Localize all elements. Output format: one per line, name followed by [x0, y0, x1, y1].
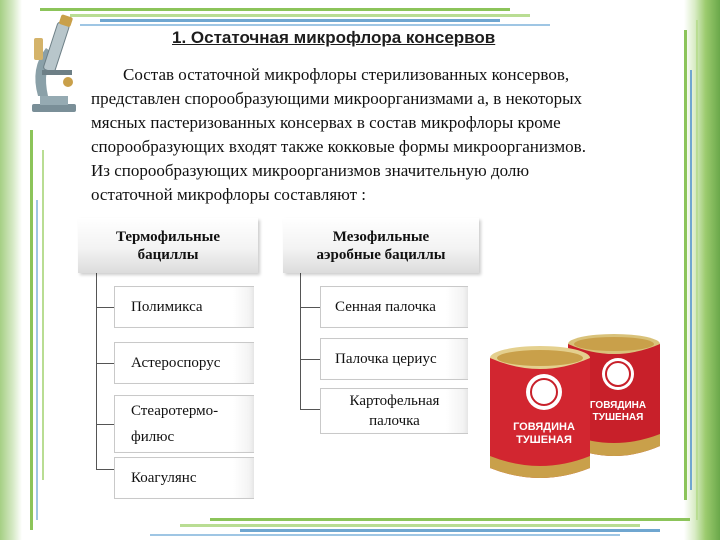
- left-tree-branch: [96, 424, 114, 425]
- intro-paragraph: Состав остаточной микрофлоры стерилизова…: [91, 63, 691, 207]
- top-decor-line: [70, 14, 530, 17]
- right-tree-branch: [300, 359, 320, 360]
- can-front: ГОВЯДИНА ТУШЕНАЯ: [490, 346, 590, 478]
- bottom-decor-line: [210, 518, 690, 521]
- left-green-border: [0, 0, 22, 540]
- right-decor-line: [690, 70, 692, 490]
- list-item: Палочка цериус: [320, 338, 468, 380]
- item-label: Картофельная: [349, 393, 440, 409]
- item-label: Сенная палочка: [335, 298, 436, 315]
- item-label: филюс: [131, 429, 175, 445]
- right-decor-line: [684, 30, 687, 500]
- item-label: Стеаротермо-: [131, 403, 219, 419]
- can-label: ГОВЯДИНА: [590, 400, 646, 411]
- header-line: бациллы: [137, 246, 199, 263]
- left-tree-branch: [96, 363, 114, 364]
- paragraph-line: спорообразующих входят также кокковые фо…: [91, 137, 586, 156]
- paragraph-line: мясных пастеризованных консервах в соста…: [91, 113, 561, 132]
- can-label: ГОВЯДИНА: [513, 421, 575, 433]
- left-decor-line: [36, 200, 38, 520]
- bottom-decor-line: [180, 524, 640, 527]
- microscope-icon: [32, 14, 76, 112]
- list-item: Сенная палочка: [320, 286, 468, 328]
- right-tree-branch: [300, 307, 320, 308]
- thermophilic-header: Термофильные бациллы: [78, 218, 258, 273]
- paragraph-line: остаточной микрофлоры составляют :: [91, 185, 367, 204]
- top-decor-line: [80, 24, 550, 26]
- paragraph-line: Состав остаточной микрофлоры стерилизова…: [123, 65, 570, 84]
- list-item: Картофельная палочка: [320, 388, 468, 434]
- left-tree-branch: [96, 469, 114, 470]
- header-line: аэробные бациллы: [316, 246, 446, 263]
- canned-meat-image: ГОВЯДИНА ТУШЕНАЯ ГОВЯДИНА ТУШЕНАЯ: [490, 334, 660, 478]
- top-decor-line: [40, 8, 510, 11]
- left-decor-line: [42, 150, 44, 480]
- right-tree-branch: [300, 409, 320, 410]
- left-tree-branch: [96, 307, 114, 308]
- left-decor-line: [30, 130, 33, 530]
- right-tree-connector: [300, 273, 301, 409]
- can-label: ТУШЕНАЯ: [516, 434, 572, 446]
- right-decor-line: [696, 20, 698, 520]
- item-label: палочка: [369, 413, 420, 429]
- mesophilic-header: Мезофильные аэробные бациллы: [283, 218, 479, 273]
- left-tree-connector: [96, 273, 97, 470]
- page-title: 1. Остаточная микрофлора консервов: [172, 28, 496, 47]
- list-item: Астероспорус: [114, 342, 254, 384]
- paragraph-line: представлен спорообразующими микрооргани…: [91, 89, 583, 108]
- list-item: Стеаротермо- филюс: [114, 395, 254, 453]
- bottom-decor-line: [240, 529, 660, 532]
- paragraph-line: Из спорообразующих микроорганизмов значи…: [91, 161, 530, 180]
- bottom-decor-line: [150, 534, 620, 536]
- item-label: Палочка цериус: [335, 350, 437, 367]
- list-item: Коагулянс: [114, 457, 254, 499]
- list-item: Полимикса: [114, 286, 254, 328]
- top-decor-line: [100, 19, 500, 22]
- can-label: ТУШЕНАЯ: [593, 412, 644, 423]
- header-line: Мезофильные: [332, 228, 430, 245]
- item-label: Астероспорус: [131, 354, 221, 371]
- item-label: Коагулянс: [131, 469, 197, 486]
- header-line: Термофильные: [115, 228, 221, 245]
- item-label: Полимикса: [131, 298, 203, 315]
- can-back: ГОВЯДИНА ТУШЕНАЯ: [568, 334, 660, 456]
